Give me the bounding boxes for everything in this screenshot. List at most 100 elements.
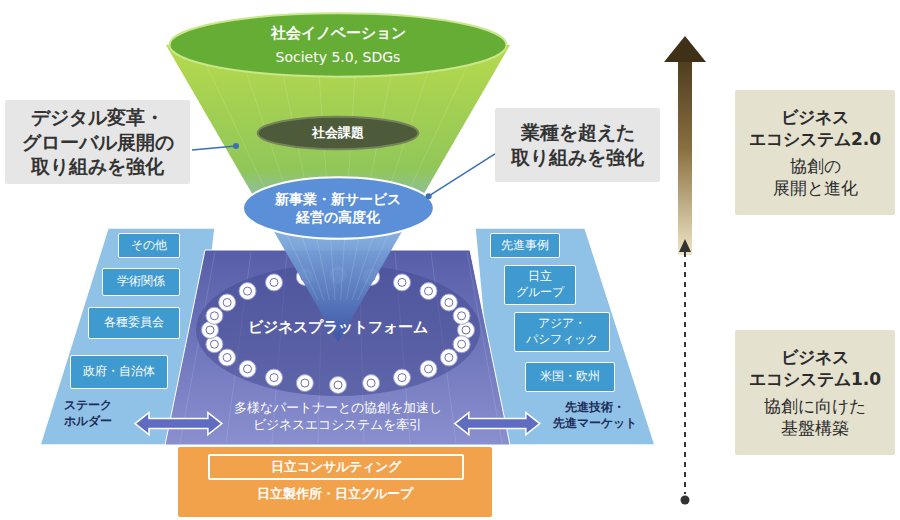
leader-dot [233,143,239,149]
node-text: 日立コンサルティング [271,459,401,476]
leader-line [192,146,236,150]
ring-icon [440,294,457,311]
text-wrap: ビジネス エコシステム1.0 協創に向けた 基盤構築 [735,330,895,455]
ring-icon-mark [445,354,453,362]
connector [426,154,495,199]
panel-box: 日立 グループ [504,265,576,305]
ring-icon-mark [223,299,231,307]
ring-icon [394,369,411,386]
ring-icon-mark [458,312,466,320]
ring-icon-mark [223,354,231,362]
ring-icon-mark [206,326,214,334]
ellipse-shape [243,177,434,238]
innovation-ellipse: 社会イノベーション Society 5.0, SDGs [166,12,510,78]
ellipse-shape [169,13,506,76]
dashed-line [684,252,686,494]
connector [135,413,222,435]
ring-icon-mark [244,287,252,295]
ellipse-shape [258,117,419,150]
ring-icon [330,377,347,394]
panel-box: 先進事例 [490,233,560,258]
arrow-shaft [678,60,692,255]
node-text: 業種を超えた 取り組みを強化 [508,120,648,169]
node-text: 米国・欧州 [540,369,600,385]
panel-box: アジア・ パシフィック [514,312,610,352]
text-wrap: その他 [119,234,179,257]
small-arrow-head [679,239,691,252]
node-text: 協創に向けた 基盤構築 [760,395,870,439]
node-text: 先進事例 [501,238,549,254]
node-text: 先進技術・ 先進マーケット [550,400,640,431]
funnel-cone [166,45,510,342]
ring-icon [453,307,470,324]
base-band: 日立製作所・日立グループ日立コンサルティング [178,447,492,517]
stage-box: ビジネス エコシステム1.0 協創に向けた 基盤構築 [735,330,895,455]
ring-icon-mark [210,312,218,320]
ellipse-svg [241,176,436,240]
platform: ビジネスプラットフォーム多様なパートナーとの協創を加速し ビジネスエコシステムを… [165,250,510,445]
ring-icon [266,274,283,291]
ring-icon-mark [462,326,470,334]
node-text: 協創の 展開と進化 [765,155,865,199]
node-text: ビジネス エコシステム1.0 [749,346,881,390]
ring-icon [206,307,223,324]
node-text: 各種委員会 [104,315,164,331]
ring-icon-mark [367,379,375,387]
ring-icon-mark [425,365,433,373]
start-dot [681,496,690,505]
ring-icon [363,375,380,392]
ring-icon-mark [210,340,218,348]
double-arrow [135,413,222,435]
text-wrap: 日立 グループ [505,266,575,304]
node-text: 日立 グループ [512,269,568,300]
panel-box: 学術関係 [102,268,180,296]
node-text: ビジネスプラットフォーム [165,318,510,338]
ring-icon [296,375,313,392]
ring-icon-mark [458,340,466,348]
ring-icon [420,283,437,300]
node-text: アジア・ パシフィック [522,316,602,347]
business-ellipse: 新事業・新サービス 経営の高度化 [241,176,436,240]
text-wrap: 新事業・新サービス 経営の高度化 [241,176,436,240]
leader-dot [426,193,432,199]
inner-box: 日立コンサルティング [208,454,464,480]
ring-icon-mark [270,374,278,382]
node-text: ビジネス エコシステム2.0 [745,106,885,150]
text-wrap: 先進事例 [491,234,559,257]
node-text: Society 5.0, SDGs [276,48,401,66]
ring-icon-mark [301,379,309,387]
ring-icon [394,274,411,291]
node-text: 学術関係 [117,274,165,290]
node-text: 社会イノベーション [271,24,406,44]
arrow-head [664,36,706,62]
node-text: 日立製作所・日立グループ [178,486,492,503]
text-wrap: 政府・自治体 [71,356,167,388]
text-wrap: 日立コンサルティング [210,456,462,478]
node-text: 政府・自治体 [83,364,155,380]
ring-icon [440,349,457,366]
ellipse-svg [166,12,510,78]
ring-icon [239,360,256,377]
text-wrap: 業種を超えた 取り組みを強化 [495,108,660,182]
callout-box: デジタル変革・ グローバル展開の 取り組みを強化 [5,100,190,184]
callout-box: 業種を超えた 取り組みを強化 [495,108,660,182]
text-wrap: デジタル変革・ グローバル展開の 取り組みを強化 [5,100,190,184]
node-text: 新事業・新サービス 経営の高度化 [268,190,408,226]
ring-icon [453,336,470,353]
node-text: その他 [131,238,167,254]
ring-icon [266,369,283,386]
text-wrap: 社会課題 [256,116,420,150]
ring-icon-mark [398,374,406,382]
ring-icon-mark [445,299,453,307]
ring-icon-mark [425,287,433,295]
ring-icon-mark [398,278,406,286]
text-wrap: 学術関係 [103,269,179,295]
panel-box: その他 [118,233,180,258]
text-wrap: 米国・欧州 [526,363,614,391]
connector [455,413,540,435]
double-arrow [455,413,540,435]
panel-box: 政府・自治体 [70,355,168,389]
panel-box: 米国・欧州 [525,362,615,392]
ring-icon [420,360,437,377]
node-text: 多様なパートナーとの協創を加速し ビジネスエコシステムを牽引 [225,400,450,434]
